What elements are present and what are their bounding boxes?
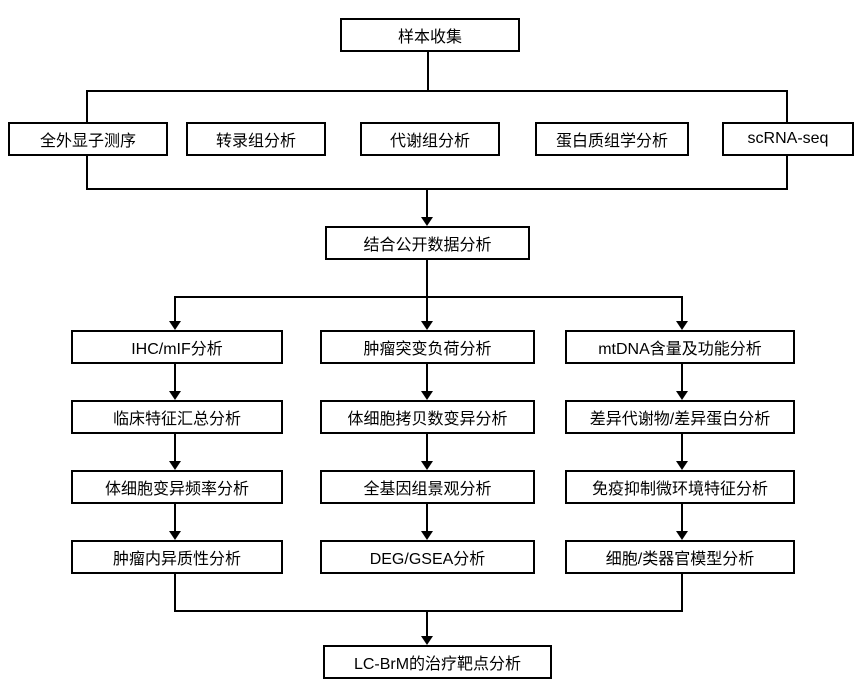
arrowhead-middle-2-3 (421, 461, 433, 470)
connector-scrna-to-rail (786, 156, 788, 190)
arrowhead-left-2-3 (169, 461, 181, 470)
connector-left-1-2 (174, 364, 176, 392)
connector-middle-1-2 (426, 364, 428, 392)
arrowhead-left-1-2 (169, 391, 181, 400)
node-clinical-feature-summary: 临床特征汇总分析 (71, 400, 283, 434)
node-whole-exome-sequencing: 全外显子测序 (8, 122, 168, 156)
rail-merge (174, 610, 683, 612)
node-sample-collection: 样本收集 (340, 18, 520, 52)
connector-branch-right (681, 296, 683, 322)
connector-sample-to-rail (427, 52, 429, 91)
arrowhead-right-2-3 (676, 461, 688, 470)
rail-omics-top (86, 90, 788, 92)
connector-wes-to-rail (86, 156, 88, 190)
connector-left-2-3 (174, 434, 176, 462)
node-tumor-mutation-burden: 肿瘤突变负荷分析 (320, 330, 535, 364)
arrowhead-into-integration (421, 217, 433, 226)
node-public-data-integration: 结合公开数据分析 (325, 226, 530, 260)
node-scrna-seq: scRNA-seq (722, 122, 854, 156)
connector-left-to-mergerail (174, 574, 176, 612)
node-somatic-cnv-analysis: 体细胞拷贝数变异分析 (320, 400, 535, 434)
arrowhead-into-left-column (169, 321, 181, 330)
arrowhead-left-3-4 (169, 531, 181, 540)
node-immunosuppressive-microenvironment: 免疫抑制微环境特征分析 (565, 470, 795, 504)
connector-mergerail-to-final (426, 610, 428, 637)
connector-rail-to-wes (86, 90, 88, 122)
node-ihc-mif-analysis: IHC/mIF分析 (71, 330, 283, 364)
node-cell-organoid-model: 细胞/类器官模型分析 (565, 540, 795, 574)
node-metabolome-analysis: 代谢组分析 (360, 122, 500, 156)
connector-right-3-4 (681, 504, 683, 532)
arrowhead-into-right-column (676, 321, 688, 330)
connector-middle-3-4 (426, 504, 428, 532)
arrowhead-right-1-2 (676, 391, 688, 400)
rail-omics-bottom (86, 188, 788, 190)
rail-branch (174, 296, 683, 298)
node-intratumor-heterogeneity: 肿瘤内异质性分析 (71, 540, 283, 574)
connector-rail-to-integration (426, 188, 428, 218)
arrowhead-middle-3-4 (421, 531, 433, 540)
arrowhead-right-3-4 (676, 531, 688, 540)
node-somatic-variant-frequency: 体细胞变异频率分析 (71, 470, 283, 504)
connector-middle-2-3 (426, 434, 428, 462)
arrowhead-into-middle-column (421, 321, 433, 330)
node-lcbrm-therapeutic-target: LC-BrM的治疗靶点分析 (323, 645, 552, 679)
node-proteomics-analysis: 蛋白质组学分析 (535, 122, 689, 156)
connector-integration-to-branchrail (426, 260, 428, 296)
node-transcriptome-analysis: 转录组分析 (186, 122, 326, 156)
node-whole-genome-landscape: 全基因组景观分析 (320, 470, 535, 504)
node-deg-gsea-analysis: DEG/GSEA分析 (320, 540, 535, 574)
connector-right-to-mergerail (681, 574, 683, 612)
node-diff-metabolite-protein: 差异代谢物/差异蛋白分析 (565, 400, 795, 434)
node-mtdna-content-function: mtDNA含量及功能分析 (565, 330, 795, 364)
connector-right-2-3 (681, 434, 683, 462)
connector-branch-left (174, 296, 176, 322)
connector-left-3-4 (174, 504, 176, 532)
arrowhead-middle-1-2 (421, 391, 433, 400)
connector-right-1-2 (681, 364, 683, 392)
connector-rail-to-scrna (786, 90, 788, 122)
connector-branch-middle (426, 296, 428, 322)
arrowhead-into-final (421, 636, 433, 645)
